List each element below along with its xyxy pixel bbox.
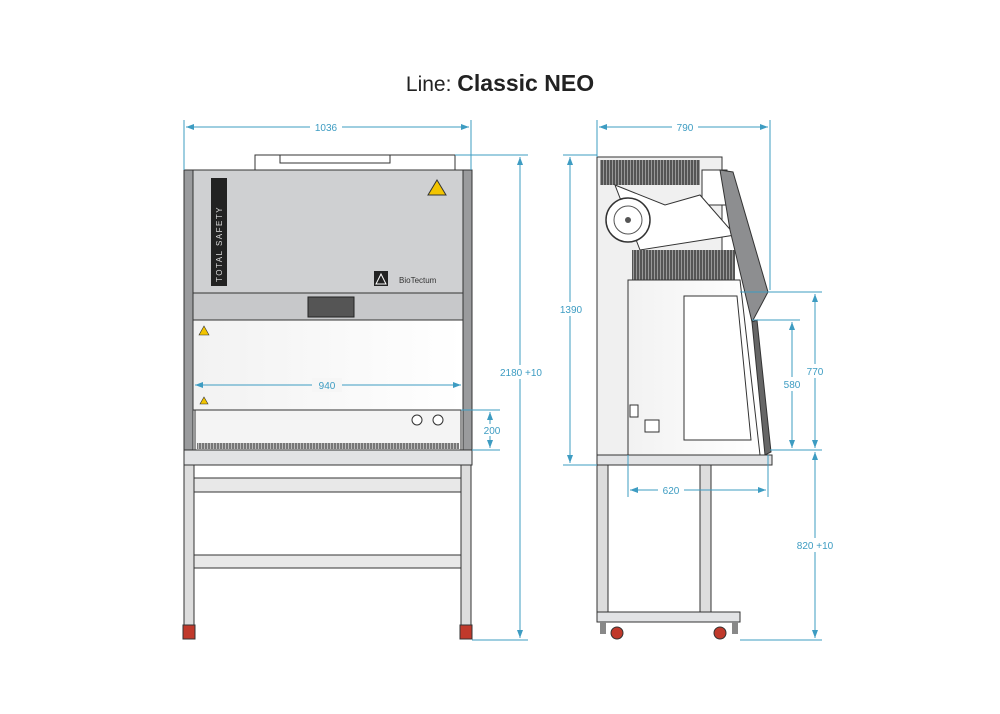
total-safety-text: TOTAL SAFETY [215,206,224,282]
valve-icon [411,414,423,426]
front-sash [719,169,769,324]
side-dimensions: 790 1390 770 580 620 820 +10 [557,120,840,641]
crossbar [193,477,462,493]
dim-opening-height: 580 [784,380,801,391]
brand-logo-mark [374,271,388,286]
leg [699,464,712,616]
valve-icon [432,414,444,426]
brand-logo: BioTectum [399,276,437,285]
drain-valve-icon [629,404,639,418]
air-grille [197,443,459,449]
dim-cabinet-height: 1390 [560,305,583,316]
front-view: TOTAL SAFETY BioTectum [182,154,473,640]
stand-base [596,611,741,623]
table-top [183,449,473,466]
leg [460,464,472,626]
total-safety-label [211,178,227,286]
dim-work-width: 940 [319,381,336,392]
work-area [192,319,464,411]
title-prefix: Line: [405,73,452,96]
main-filter [632,250,735,280]
dim-width: 1036 [315,123,338,134]
dim-work-depth: 620 [663,486,680,497]
wheel [713,626,727,640]
warning-icon [199,396,209,405]
leg [183,464,195,626]
drawing-title: Line: Classic NEO [0,70,1000,97]
wheel [459,624,473,640]
wheel [182,624,196,640]
dim-lower-height: 200 [484,426,501,437]
wheel [610,626,624,640]
top-filter [600,160,700,185]
base-tray [596,454,773,466]
dim-front-height: 770 [807,367,824,378]
display-screen [307,296,355,318]
dim-depth: 790 [677,123,694,134]
upper-panel [183,169,473,294]
side-view [596,156,773,640]
dim-total-height: 2180 +10 [500,368,542,379]
title-model: Classic NEO [457,70,595,96]
dim-stand-height: 820 +10 [797,541,834,552]
front-dimensions: 1036 940 200 2180 +10 [183,120,545,641]
leg [596,464,609,616]
biohazard-icon [427,179,447,196]
warning-icon [198,325,210,336]
side-window [683,295,752,441]
front-glass [751,319,772,456]
crossbar [193,554,462,569]
